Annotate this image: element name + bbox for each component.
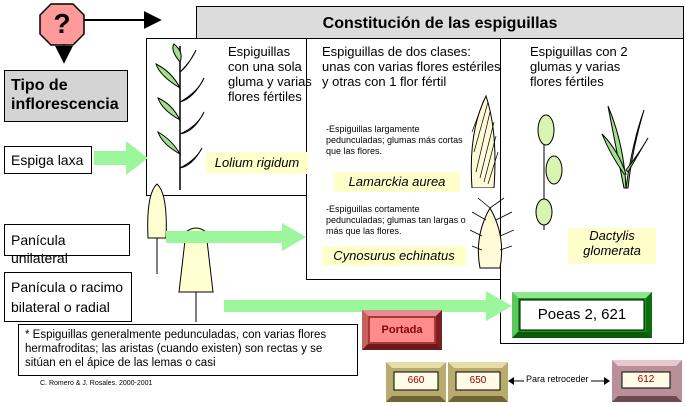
panel2-sub2: -Espiguillas cortamente pedunculadas; gl… [326,204,466,236]
lamarckia-drawing [470,94,499,188]
header-title: Constitución de las espiguillas [196,6,684,40]
dactylis-spikelet-drawing [601,105,649,189]
panicula-unilateral-shape [147,183,167,274]
species-dactylis: Dactylis glomerata [568,228,656,264]
dactylis-drawing [535,114,563,230]
portada-button[interactable]: Portada [381,324,423,336]
result-poeas-button[interactable]: Poeas 2, 621 [537,306,627,323]
arrow-bilateral-to-result [224,291,512,321]
arrow-espiga-to-lolium [94,141,148,175]
retroceder-label: Para retroceder [524,374,591,384]
result-button-bevel [512,292,652,338]
credits: C. Romero & J. Rosales. 2000-2001 [40,380,153,387]
type-panicula-bilateral: Panícula o racimo bilateral o radial [4,272,132,322]
nav-button-650[interactable]: 650 [469,375,487,386]
panel2-sub1: -Espiguillas largamente pedunculadas; gl… [326,124,463,156]
nav-buttons-bevel [386,362,508,402]
species-lolium: Lolium rigidum [206,152,308,174]
arrow-unilateral-to-panel [166,223,306,251]
portada-button-bevel [362,310,442,350]
type-espiga-laxa: Espiga laxa [4,146,92,174]
inflorescence-type-title: Tipo de inflorescencia [4,70,128,122]
question-symbol: ? [53,8,71,39]
species-lamarckia: Lamarckia aurea [334,172,460,192]
cynosurus-drawing [470,197,514,269]
panel2-description: Espiguillas de dos clases: unas con vari… [322,44,501,89]
lolium-spike-drawing [155,43,205,190]
panel1-description: Espiguillas con una sola gluma y varias … [228,44,312,104]
type-panicula-unilateral: Panícula unilateral [4,224,130,266]
back-button-bevel [612,360,682,402]
back-button-612[interactable]: 612 [637,374,655,385]
nav-button-660[interactable]: 660 [407,375,425,386]
footnote: * Espiguillas generalmente pedunculadas,… [18,324,358,376]
panel3-description: Espiguillas con 2 glumas y varias flores… [530,44,628,89]
species-cynosurus: Cynosurus echinatus [322,246,466,266]
